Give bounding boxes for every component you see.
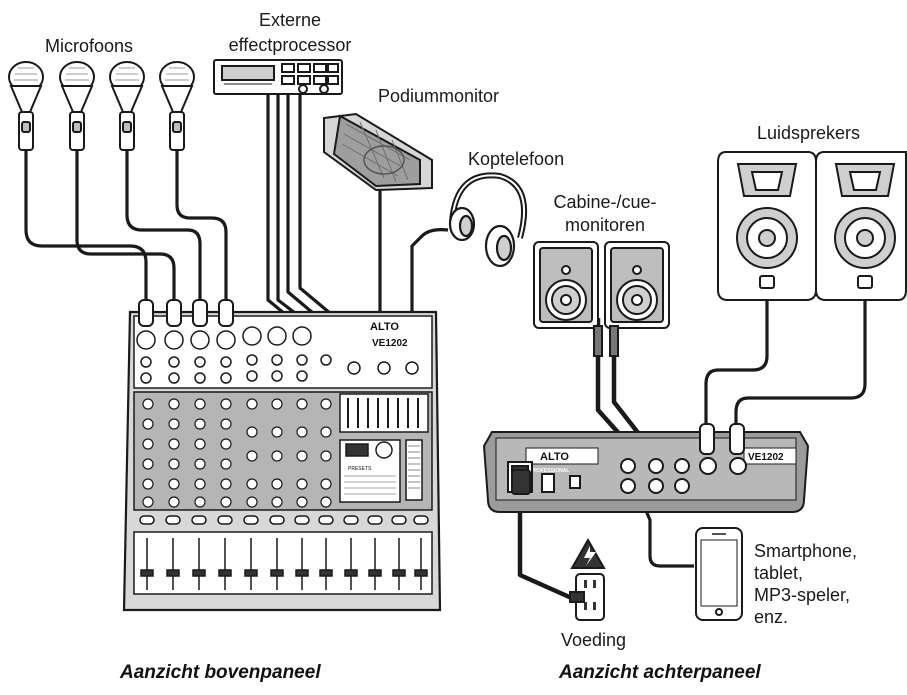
top-brand-logo: ALTO xyxy=(370,321,399,333)
microphone-icon xyxy=(159,61,195,151)
headphone-cable xyxy=(410,228,449,352)
microphone-icon xyxy=(109,61,145,151)
top-panel-caption: Aanzicht bovenpaneel xyxy=(120,662,321,683)
speakers xyxy=(717,151,907,301)
speaker-cable-right xyxy=(734,300,867,430)
mic-cable-2 xyxy=(75,150,176,300)
power-outlet-icon xyxy=(569,537,606,621)
booth-monitor-icon xyxy=(604,241,670,329)
booth-monitors-label-line1: Cabine-/cue- xyxy=(553,192,657,212)
effects-processor-icon xyxy=(213,59,343,95)
speaker-cable-left xyxy=(704,300,769,430)
power-cable xyxy=(517,492,577,603)
mic-cable-3 xyxy=(125,150,202,300)
rear-panel-caption: Aanzicht achterpaneel xyxy=(559,662,761,683)
microphone-icon xyxy=(59,61,95,151)
stage-monitor-icon xyxy=(323,112,433,192)
device-label: Smartphone, tablet, MP3-speler, enz. xyxy=(754,541,858,627)
power-label: Voeding xyxy=(561,630,627,650)
rear-model-label: VE1202 xyxy=(748,452,784,463)
microphones-label: Microfoons xyxy=(45,36,134,56)
speaker-icon xyxy=(815,151,907,301)
top-model-label: VE1202 xyxy=(372,338,408,349)
rear-brand-logo: ALTO xyxy=(540,451,569,463)
headphones-label: Koptelefoon xyxy=(468,149,565,169)
effects-processor-label-line2: effectprocessor xyxy=(228,35,352,55)
booth-monitor-icon xyxy=(533,241,599,329)
stage-monitor-label: Podiummonitor xyxy=(378,86,500,106)
presets-title: PRESETS xyxy=(348,466,372,472)
speakers-label: Luidsprekers xyxy=(757,123,861,143)
booth-monitors xyxy=(533,241,670,357)
mixer-rear-panel: ALTO PROFESSIONAL VE1202 xyxy=(482,423,810,513)
microphone-icon xyxy=(8,61,44,151)
mixer-top-panel: PRESETS ALTO VE1202 xyxy=(122,299,442,612)
booth-monitors-label-line2: monitoren xyxy=(564,215,646,235)
effects-processor-label-line1: Externe xyxy=(258,10,322,30)
rear-sub-brand: PROFESSIONAL xyxy=(530,468,569,474)
headphones-icon xyxy=(448,172,528,268)
microphones xyxy=(8,61,195,151)
speaker-icon xyxy=(717,151,817,301)
device-cable xyxy=(630,477,694,568)
smartphone-icon xyxy=(695,527,743,621)
mic-cable-4 xyxy=(175,150,228,300)
